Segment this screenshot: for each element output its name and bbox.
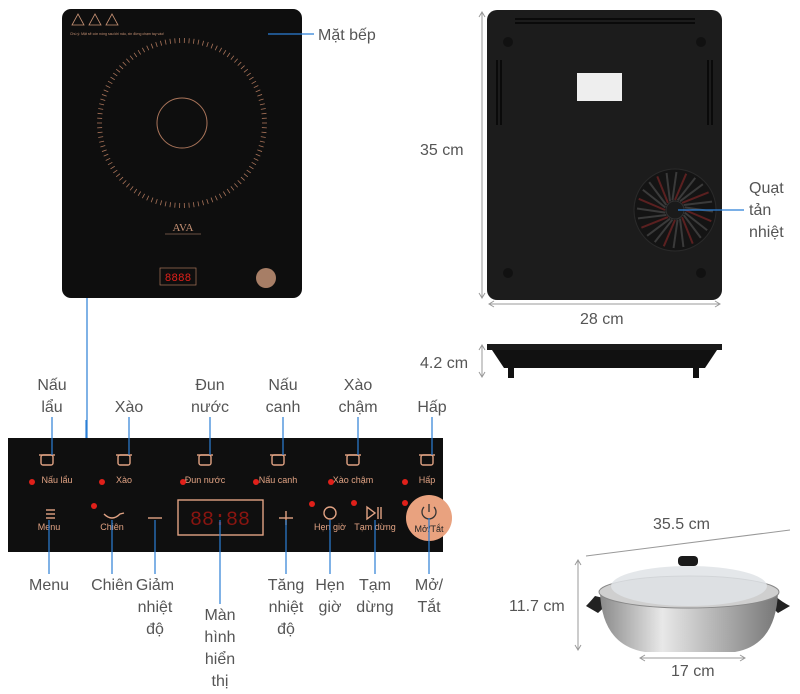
panel-background [8, 438, 443, 552]
warning-text: Chú ý: Mặt sẽ còn nóng sau khi nấu, xin … [70, 32, 164, 36]
callout-label: Mở/Tắt [415, 577, 444, 616]
indicator-led [180, 479, 186, 485]
indicator-led [29, 479, 35, 485]
height-dimension-line [478, 11, 486, 299]
burner-center-circle [156, 97, 208, 149]
mode-button-2[interactable]: Xào [99, 454, 132, 485]
burner-ring [97, 38, 267, 208]
thickness-dimension-line [478, 344, 486, 378]
mode-label: Nấu lẩu [41, 475, 72, 485]
indicator-led [328, 479, 334, 485]
mode-label: Đun nước [185, 475, 226, 485]
warning-icons [71, 13, 119, 26]
pot-height-dimension-line [574, 559, 582, 651]
diameter-dimension: 35.5 cm [653, 516, 710, 533]
width-dimension: 28 cm [580, 311, 624, 328]
mini-control-panel: 8888 [159, 267, 276, 288]
clock-icon [323, 506, 337, 520]
callout-label: Xào [115, 399, 144, 416]
diameter-dimension-line [585, 529, 791, 557]
play-pause-icon [366, 505, 382, 521]
hotpot: 35.5 cm 11.7 cm 17 cm [509, 516, 791, 680]
width-dimension-line [488, 300, 721, 308]
cooktop-label: Mặt bếp [318, 27, 376, 44]
top-view: Chú ý: Mặt sẽ còn nóng sau khi nấu, xin … [62, 9, 376, 438]
callout-label: Chiên [91, 577, 133, 594]
cooling-fan [633, 168, 717, 252]
mode-label: Hấp [419, 475, 436, 485]
mode-label: Xào [116, 475, 132, 485]
lid-knob [678, 556, 698, 566]
indicator-led [253, 479, 259, 485]
glass-lid [611, 566, 767, 606]
mode-label: Nấu canh [259, 475, 298, 485]
indicator-led [99, 479, 105, 485]
side-view: 4.2 cm [420, 344, 722, 378]
mode-label: Xào chậm [333, 475, 374, 485]
fry-icon [103, 512, 125, 519]
indicator-led [402, 479, 408, 485]
product-sticker [577, 73, 622, 101]
pot-body [600, 592, 778, 652]
cooker-underside [487, 10, 722, 300]
base-dimension: 17 cm [671, 663, 715, 680]
callout-label: Menu [29, 577, 69, 594]
mode-button-3[interactable]: Đun nước [180, 454, 226, 485]
thickness-dimension: 4.2 cm [420, 355, 468, 372]
callout-label: Hấp [417, 399, 446, 416]
base-dimension-line [639, 654, 746, 662]
cooktop-surface [62, 9, 302, 298]
brand-logo: AVA [173, 222, 194, 234]
menu-icon [46, 509, 55, 519]
mode-button-1[interactable]: Nấu lẩu [29, 454, 73, 485]
fan-label: Quạt tản nhiệt [749, 180, 788, 241]
bottom-view: Quạt tản nhiệt 35 cm 28 cm [420, 10, 788, 328]
height-dimension: 35 cm [420, 142, 464, 159]
pot-height-dimension: 11.7 cm [509, 598, 565, 615]
svg-text:8888: 8888 [165, 273, 191, 285]
